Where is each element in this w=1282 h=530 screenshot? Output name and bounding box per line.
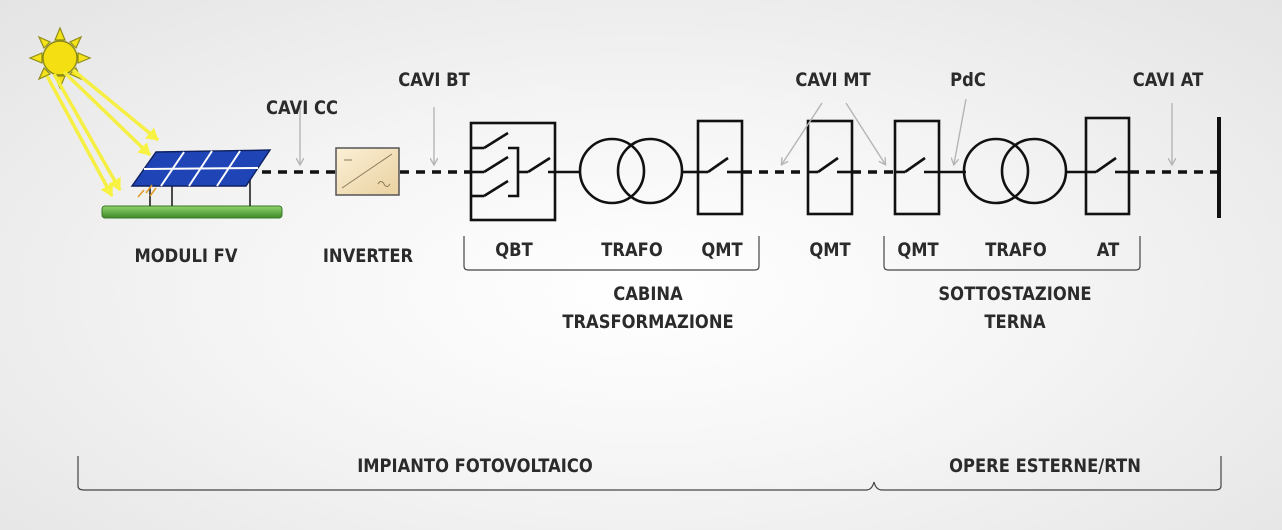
label-pdc: PdC [950, 69, 986, 91]
sun-icon [28, 26, 92, 90]
transformer-icon [578, 137, 698, 205]
label-impianto-fotovoltaico: IMPIANTO FOTOVOLTAICO [357, 455, 593, 477]
label-qmt-2: QMT [809, 239, 851, 261]
label-cabina: CABINA [613, 283, 683, 305]
transformer-icon [962, 137, 1086, 205]
label-cavi-cc: CAVI CC [266, 97, 338, 119]
label-at: AT [1096, 239, 1120, 261]
inverter-icon [335, 147, 400, 196]
label-qbt: QBT [495, 239, 533, 261]
label-cavi-at: CAVI AT [1132, 69, 1204, 91]
sun-rays [45, 68, 160, 197]
label-moduli-fv: MODULI FV [134, 245, 238, 267]
qbt-switchboard [469, 121, 580, 222]
label-trafo-2: TRAFO [985, 239, 1047, 261]
label-arrows [300, 98, 1172, 164]
switch-icon [806, 119, 854, 216]
label-terna: TERNA [984, 311, 1046, 333]
solar-panel-icon [101, 149, 283, 219]
switch-icon [893, 119, 966, 216]
label-sottostazione: SOTTOSTAZIONE [938, 283, 1092, 305]
switch-icon [1084, 116, 1131, 216]
label-trafo-1: TRAFO [601, 239, 663, 261]
label-qmt-3: QMT [897, 239, 939, 261]
switch-icon [696, 119, 744, 216]
label-cavi-bt: CAVI BT [398, 69, 470, 91]
label-trasformazione: TRASFORMAZIONE [562, 311, 734, 333]
label-cavi-mt: CAVI MT [795, 69, 871, 91]
label-inverter: INVERTER [322, 245, 414, 267]
group-braces [77, 236, 1222, 491]
label-qmt-1: QMT [701, 239, 743, 261]
label-opere-esterne: OPERE ESTERNE/RTN [949, 455, 1141, 477]
